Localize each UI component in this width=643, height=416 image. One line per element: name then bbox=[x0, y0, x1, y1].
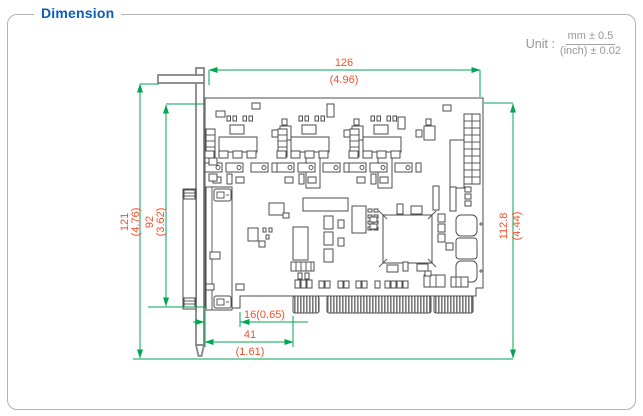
unit-label: Unit : bbox=[525, 37, 555, 52]
io-connector bbox=[182, 186, 233, 311]
unit-note: Unit : mm ± 0.5 (inch) ± 0.02 bbox=[526, 30, 621, 59]
capacitors bbox=[455, 214, 483, 283]
dim-card-mm: 112.8 bbox=[498, 213, 510, 240]
dim-tab-offset: 16(0.65) bbox=[193, 309, 308, 347]
edge-connector-fingers bbox=[292, 295, 474, 314]
pcb-components bbox=[204, 102, 483, 291]
unit-mm: mm ± 0.5 bbox=[565, 30, 616, 45]
dim-card-inch: (4.44) bbox=[511, 212, 523, 241]
dim-io-mm: 92 bbox=[144, 216, 156, 228]
pin-header bbox=[463, 113, 481, 185]
dim-width-inch: (4.96) bbox=[330, 74, 359, 86]
dim-tab-label: 16(0.65) bbox=[244, 309, 285, 321]
dim-bracket-height: 121 (4.76) bbox=[119, 83, 159, 359]
unit-inch: (inch) ± 0.02 bbox=[559, 44, 621, 57]
dim-width: 126 (4.96) bbox=[208, 57, 481, 97]
dim-connector-offset: 41 (1.61) bbox=[204, 316, 294, 358]
dim-bracket-inch: (4.76) bbox=[130, 208, 142, 237]
dim-offset-mm: 41 bbox=[244, 329, 256, 341]
dim-card-height: 112.8 (4.44) bbox=[484, 102, 523, 359]
page-title: Dimension bbox=[34, 5, 122, 21]
dim-io-height: 92 (3.62) bbox=[144, 103, 206, 308]
dim-width-mm: 126 bbox=[335, 57, 353, 69]
dim-io-inch: (3.62) bbox=[155, 208, 167, 237]
qfp-chip bbox=[369, 203, 437, 273]
unit-tolerance: mm ± 0.5 (inch) ± 0.02 bbox=[560, 30, 621, 59]
bottom-pads-row bbox=[294, 270, 469, 289]
dim-offset-inch: (1.61) bbox=[236, 346, 265, 358]
dim-bracket-mm: 121 bbox=[119, 213, 131, 231]
content-frame bbox=[7, 14, 636, 410]
